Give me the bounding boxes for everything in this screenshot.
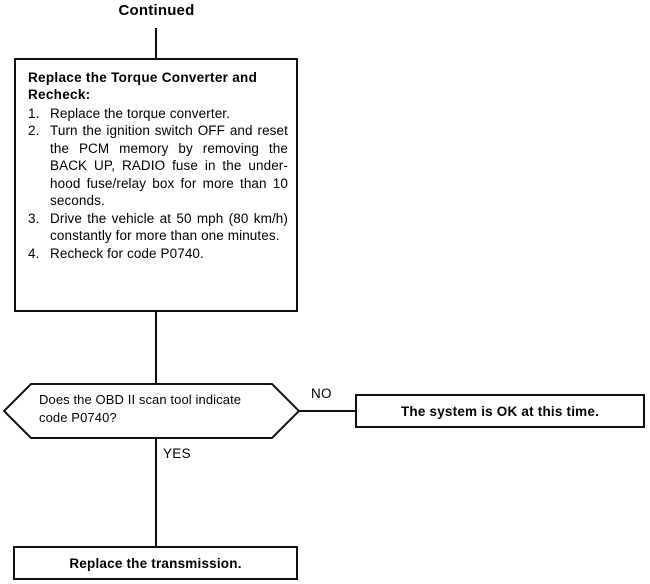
step-text: Recheck for code P0740.	[50, 245, 204, 261]
decision-hexagon: Does the OBD II scan tool indicate code …	[3, 383, 300, 439]
action-step-item: 1. Replace the torque converter.	[28, 105, 288, 123]
step-text: Replace the torque converter.	[50, 105, 231, 121]
outcome-text-replace-transmission: Replace the transmission.	[69, 555, 242, 571]
step-text: Turn the ignition switch OFF and reset t…	[50, 123, 288, 209]
outcome-box-system-ok: The system is OK at this time.	[355, 394, 645, 428]
connector-decision-yes-to-transmission-box	[155, 438, 157, 547]
outcome-text-system-ok: The system is OK at this time.	[400, 403, 600, 419]
decision-hexagon-outline	[3, 383, 300, 439]
step-text: Drive the vehicle at 50 mph (80 km/h) co…	[50, 210, 288, 244]
step-number: 3.	[28, 210, 40, 226]
branch-label-no: NO	[311, 386, 332, 401]
step-number: 1.	[28, 105, 40, 121]
action-instruction-box: Replace the Torque Converter and Recheck…	[14, 58, 298, 312]
connector-action-box-to-decision	[155, 312, 157, 384]
decision-question-text: Does the OBD II scan tool indicate code …	[39, 392, 242, 426]
action-step-list: 1. Replace the torque converter. 2. Turn…	[28, 105, 288, 263]
action-box-heading: Replace the Torque Converter and Recheck…	[28, 70, 258, 103]
action-step-item: 2. Turn the ignition switch OFF and rese…	[28, 122, 288, 210]
connector-continued-to-action-box	[155, 28, 157, 60]
continued-label: Continued	[118, 2, 195, 19]
outcome-box-replace-transmission: Replace the transmission.	[13, 546, 298, 580]
branch-label-yes: YES	[163, 446, 191, 461]
step-number: 4.	[28, 245, 40, 261]
connector-decision-no-to-ok-box	[299, 410, 356, 412]
action-step-item: 4. Recheck for code P0740.	[28, 245, 288, 263]
step-number: 2.	[28, 123, 40, 139]
action-step-item: 3. Drive the vehicle at 50 mph (80 km/h)…	[28, 210, 288, 245]
